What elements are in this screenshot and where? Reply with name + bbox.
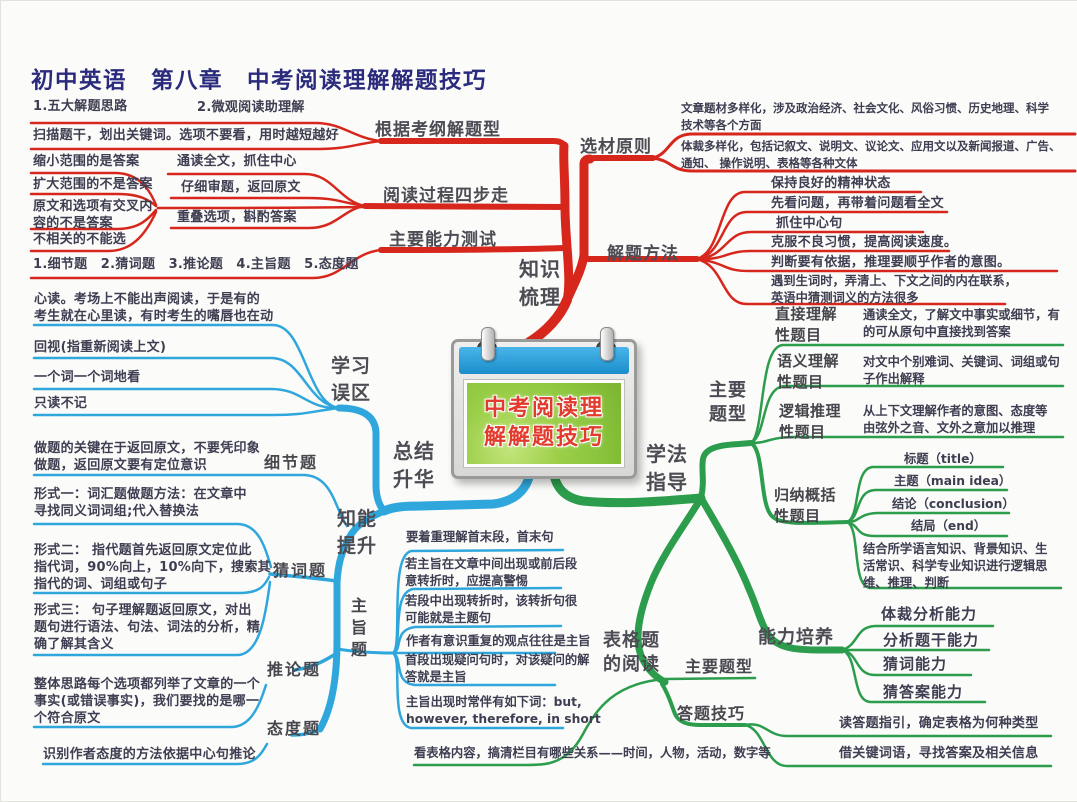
node-inference-type: 推论题 — [267, 660, 322, 679]
node-solving-methods: 解题方法 — [607, 244, 679, 264]
leaf-end-en: 结局（end） — [911, 519, 987, 533]
leaf-gist-5: 首段出现疑问句时，对该疑问的解 答就是主旨 — [405, 653, 590, 684]
leaf-inference-desc: 整体思路每个选项都列举了文章的一个 事实(或错误事实)，我们要找的是哪一 个符合… — [34, 677, 261, 727]
leaf-micro-reading: 2.微观阅读助理解 — [197, 100, 305, 115]
leaf-skill-guide: 读答题指引，确定表格为何种类型 — [839, 716, 1039, 731]
node-semantic-type: 语义理解 性题目 — [777, 352, 840, 391]
leaf-gist-1: 要着重理解首末段，首末句 — [406, 530, 554, 544]
leaf-look-back: 回视(指重新阅读上文) — [34, 340, 167, 355]
leaf-detail-desc: 做题的关键在于返回原文，不要凭印象 做题，返回原文要有定位意识 — [34, 441, 261, 474]
hub-summary-sublimation: 总结 升华 — [393, 439, 435, 492]
leaf-question-types-list: 1.细节题 2.猜词题 3.推论题 4.主旨题 5.态度题 — [33, 257, 359, 272]
hub-study-guidance: 学法 指导 — [646, 442, 688, 495]
leaf-ability-stem: 分析题干能力 — [883, 631, 980, 649]
leaf-direct-desc: 通读全文，了解文中事实或细节，有 的可从原句中直接找到答案 — [863, 308, 1060, 339]
node-table-main-types: 主要题型 — [685, 657, 754, 676]
leaf-ability-genre: 体裁分析能力 — [881, 605, 978, 623]
leaf-review-text: 仔细审题，返回原文 — [181, 180, 301, 195]
leaf-semantic-desc: 对文中个别难词、关键词、词组或句 子作出解释 — [863, 355, 1060, 386]
leaf-expand-wrong: 扩大范围的不是答案 — [33, 177, 153, 192]
leaf-summary-desc: 结合所学语言知识、背景知识、生 活常识、科学专业知识进行逻辑思 维、推理、判断 — [863, 542, 1048, 590]
leaf-narrow-answer: 缩小范围的是答案 — [33, 154, 140, 169]
red-branch-group — [29, 121, 1077, 348]
leaf-form-1: 形式一：词汇题做题方法：在文章中 寻找同义词词组;代入替换法 — [34, 487, 247, 520]
leaf-gist-6: 主旨出现时常伴有如下词：but, however, therefore, in … — [406, 695, 601, 726]
blue-branch-group — [32, 323, 565, 766]
green-branch-group — [412, 343, 1065, 768]
leaf-table-columns: 看表格内容，搞清栏目有哪些关系——时间，人物，活动，数字等 — [414, 746, 771, 760]
node-direct-type: 直接理解 性题目 — [775, 305, 838, 344]
center-topic-badge: 中考阅读理 解解题技巧 — [451, 327, 637, 479]
leaf-read-no-memory: 只读不记 — [34, 396, 88, 411]
leaf-cross-wrong: 原文和选项有交叉内 容的不是答案 — [33, 199, 153, 232]
node-summary-type: 归纳概括 性题目 — [774, 486, 837, 525]
leaf-title-en: 标题（title） — [904, 452, 982, 466]
node-attitude-type: 态度题 — [267, 719, 322, 738]
leaf-skill-keywords: 借关键词语，寻找答案及相关信息 — [839, 746, 1039, 761]
node-material-principle: 选材原则 — [580, 137, 652, 157]
binder-pin-left-icon — [481, 327, 495, 361]
node-main-idea-type: 主旨题 — [348, 597, 367, 663]
leaf-word-by-word: 一个词一个词地看 — [34, 370, 141, 385]
leaf-attitude-desc: 识别作者态度的方法依据中心句推论 — [43, 747, 256, 762]
node-answer-skills: 答题技巧 — [677, 704, 746, 723]
leaf-ability-answer: 猜答案能力 — [883, 683, 964, 701]
leaf-scan-stem: 扫描题干，划出关键词。选项不要看，用时越短越好 — [33, 128, 339, 143]
leaf-silent-reading: 心读。考场上不能出声阅读，于是有的 考生就在心里读，有时考生的嘴唇也在动 — [34, 292, 274, 325]
node-four-steps: 阅读过程四步走 — [383, 186, 509, 206]
node-logic-type: 逻辑推理 性题目 — [779, 402, 842, 441]
leaf-method-1: 保持良好的精神状态 — [771, 176, 891, 191]
node-detail-type: 细节题 — [264, 453, 319, 472]
leaf-gist-2: 若主旨在文章中间出现或前后段 意转折时，应提高警惕 — [405, 557, 578, 588]
leaf-five-ideas: 1.五大解题思路 — [33, 99, 128, 114]
node-exam-outline: 根据考纲解题型 — [375, 120, 501, 140]
leaf-gist-4: 作者有意识重复的观点往往是主旨 — [406, 634, 591, 648]
leaf-subjects-variety: 文章题材多样化，涉及政治经济、社会文化、风俗习惯、历史地理、科学 技术等各个方面 — [681, 101, 1049, 132]
node-ability-training: 能力培养 — [758, 627, 834, 648]
leaf-method-6: 遇到生词时，弄清上、下文之间的内在联系， 英语中猜测词义的方法很多 — [771, 274, 1017, 305]
leaf-conclusion-en: 结论（conclusion） — [892, 497, 1015, 511]
leaf-method-2: 先看问题，再带着问题看全文 — [771, 196, 944, 211]
leaf-main-idea-en: 主题（main idea） — [894, 474, 1012, 488]
leaf-irrelevant: 不相关的不能选 — [33, 232, 127, 247]
hub-knowledge-sorting: 知识 梳理 — [519, 257, 561, 310]
node-ability-test: 主要能力测试 — [389, 230, 497, 250]
leaf-method-3: 抓住中心句 — [776, 216, 843, 231]
node-improvement: 知能 提升 — [337, 508, 378, 557]
page-title: 初中英语 第八章 中考阅读理解解题技巧 — [31, 68, 488, 94]
center-topic-text: 中考阅读理 解解题技巧 — [483, 395, 604, 450]
leaf-form-2: 形式二： 指代题首先返回原文定位此 指代词，90%向上，10%向下，搜索其 指代… — [34, 543, 271, 593]
leaf-gist-3: 若段中出现转折时，该转折句很 可能就是主题句 — [405, 594, 578, 625]
node-misconceptions: 学习 误区 — [331, 355, 372, 404]
node-table-reading: 表格题 的阅读 — [603, 630, 660, 676]
leaf-method-4: 克服不良习惯，提高阅读速度。 — [771, 235, 958, 250]
leaf-form-3: 形式三： 句子理解题返回原文，对出 题句进行语法、句法、词法的分析，精 确了解其… — [34, 603, 261, 653]
calendar-panel: 中考阅读理 解解题技巧 — [463, 379, 625, 468]
leaf-overlap-options: 重叠选项，斟酌答案 — [177, 210, 297, 225]
binder-pin-right-icon — [600, 327, 614, 361]
leaf-genres-variety: 体裁多样化，包括记叙文、说明文、议论文、应用文以及新闻报道、广告、 通知、 操作… — [681, 139, 1061, 170]
node-word-guess-type: 猜词题 — [273, 561, 328, 580]
leaf-read-all: 通读全文，抓住中心 — [177, 154, 297, 169]
node-question-types: 主要 题型 — [709, 380, 747, 426]
leaf-ability-word: 猜词能力 — [883, 655, 948, 673]
leaf-logic-desc: 从上下文理解作者的意图、态度等 由弦外之音、文外之意加以推理 — [863, 404, 1048, 435]
leaf-method-5: 判断要有依据，推理要顺乎作者的意图。 — [771, 255, 1011, 270]
